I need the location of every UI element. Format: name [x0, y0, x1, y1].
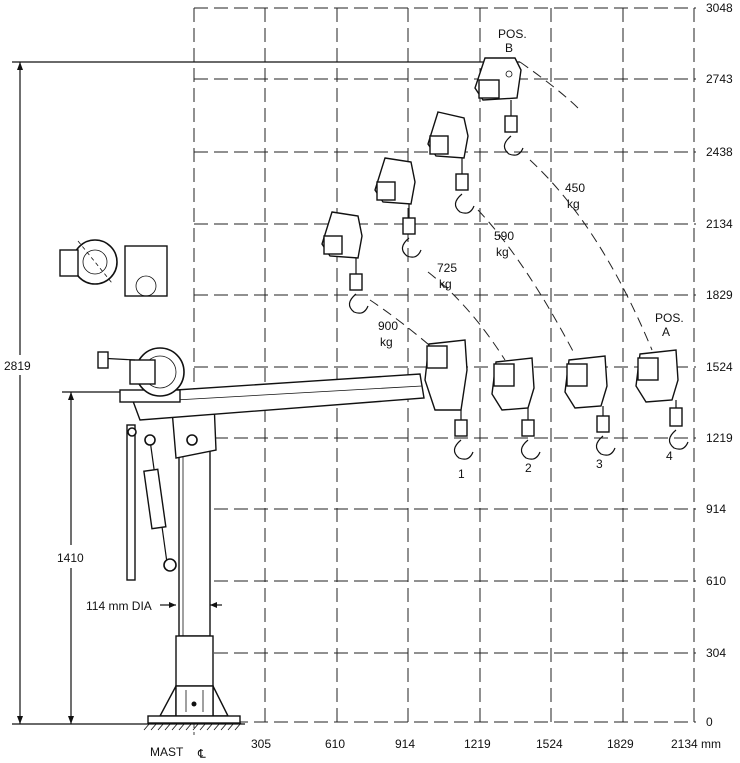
x-tick-label: 1829 [607, 737, 634, 751]
boom-position-3: 3 [596, 457, 603, 471]
hoist-b3 [321, 211, 369, 314]
boom-position-1: 1 [458, 467, 465, 481]
dimension-mast-diameter: 114 mm DIA [86, 599, 152, 613]
y-axis-labels: 3048 2743 2438 2134 1829 1524 1219 914 6… [706, 1, 733, 729]
hoist-pos-1 [424, 339, 474, 460]
annotations: POS. B POS. A 450 kg 590 kg 725 kg 900 k… [378, 27, 684, 481]
grid [193, 7, 696, 723]
load-value-725: 725 [437, 261, 457, 275]
hoist-b2 [374, 157, 422, 258]
x-tick-label: 1524 [536, 737, 563, 751]
load-value-450: 450 [565, 181, 585, 195]
load-unit-725: kg [439, 277, 452, 291]
y-tick-label: 2743 [706, 72, 733, 86]
load-unit-590: kg [496, 245, 509, 259]
pos-b-label: POS. [498, 27, 527, 41]
y-tick-label: 1524 [706, 360, 733, 374]
x-tick-label: 610 [325, 737, 345, 751]
pos-a-label: POS. [655, 311, 684, 325]
x-tick-label: 914 [395, 737, 415, 751]
travel-arcs [369, 61, 653, 361]
hoist-pos-4 [635, 349, 689, 450]
dimension-overall-height: 2819 [4, 359, 31, 373]
y-tick-label: 610 [706, 574, 726, 588]
boom-position-2: 2 [525, 461, 532, 475]
y-tick-label: 0 [706, 715, 713, 729]
load-unit-450: kg [567, 197, 580, 211]
y-tick-label: 304 [706, 646, 726, 660]
y-tick-label: 1829 [706, 288, 733, 302]
dimension-pivot-height: 1410 [57, 551, 84, 565]
load-value-900: 900 [378, 319, 398, 333]
centerline-symbol: ℄ [197, 747, 206, 761]
load-value-590: 590 [494, 229, 514, 243]
y-tick-label: 914 [706, 502, 726, 516]
y-tick-label: 2134 [706, 217, 733, 231]
y-tick-label: 2438 [706, 145, 733, 159]
hoist-blocks [321, 57, 689, 460]
pos-a-letter: A [662, 325, 670, 339]
boom-position-4: 4 [666, 449, 673, 463]
x-tick-label: 1219 [464, 737, 491, 751]
hoist-b1 [427, 111, 475, 214]
hoist-pos-3 [564, 355, 616, 456]
hoist-pos-2 [491, 357, 541, 460]
dimension-lines: 2819 1410 114 mm DIA [4, 61, 520, 725]
pos-b-letter: B [505, 41, 513, 55]
x-tick-label: 305 [251, 737, 271, 751]
boom-assembly [59, 239, 425, 581]
y-tick-label: 3048 [706, 1, 733, 15]
x-tick-label: 2134 mm [671, 737, 721, 751]
mast-centerline-label: MAST [150, 745, 184, 759]
hoist-b [474, 57, 524, 156]
load-unit-900: kg [380, 335, 393, 349]
x-axis-labels: 305 610 914 1219 1524 1829 2134 mm [251, 737, 721, 751]
y-tick-label: 1219 [706, 431, 733, 445]
